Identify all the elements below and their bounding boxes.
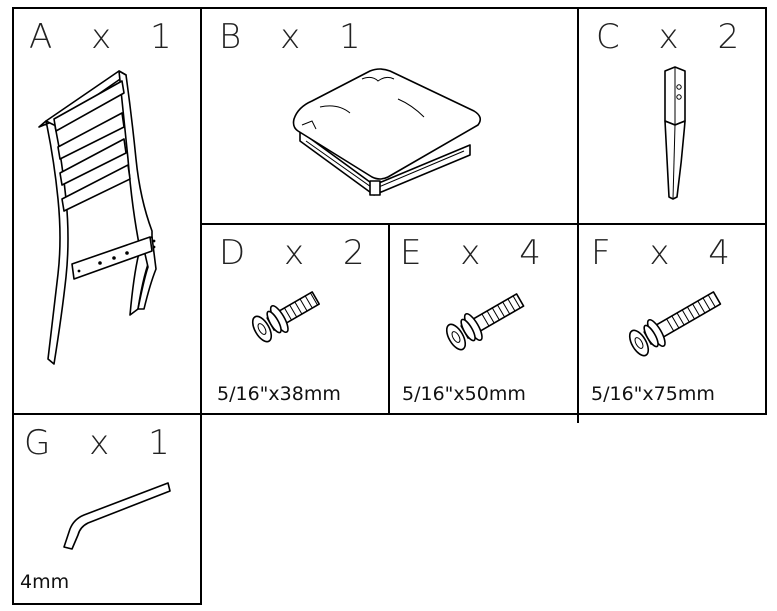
part-label-b: B x 1 — [219, 17, 375, 57]
part-cell-d: D x 2 5/16"x38mm — [202, 225, 388, 413]
seat-cushion-icon — [292, 68, 482, 196]
allen-key-icon — [63, 482, 171, 550]
grid-line — [577, 7, 579, 224]
bolt-size: 5/16"x75mm — [591, 383, 715, 405]
part-cell-g: G x 1 4mm — [14, 415, 200, 603]
grid-line — [577, 223, 579, 423]
grid-line — [200, 223, 767, 225]
part-cell-b: B x 1 — [202, 9, 577, 223]
chair-frame-icon — [38, 70, 157, 365]
bolt-size: 5/16"x50mm — [402, 383, 526, 405]
bolt-icon — [628, 291, 722, 357]
grid-line — [12, 603, 202, 605]
bolt-icon — [251, 291, 320, 343]
part-cell-f: F x 4 5/16"x75mm — [579, 225, 765, 413]
part-label-f: F x 4 — [591, 233, 744, 273]
grid-line — [200, 7, 202, 605]
chair-leg-icon — [664, 66, 686, 200]
part-cell-a: A x 1 — [14, 9, 200, 413]
grid-line — [388, 223, 390, 415]
grid-line — [12, 413, 767, 415]
part-label-a: A x 1 — [29, 17, 186, 57]
part-label-d: D x 2 — [219, 233, 379, 273]
part-cell-c: C x 2 — [579, 9, 765, 223]
bolt-size: 5/16"x38mm — [217, 383, 341, 405]
bolt-icon — [445, 293, 525, 351]
part-label-c: C x 2 — [596, 17, 754, 57]
part-cell-e: E x 4 5/16"x50mm — [390, 225, 577, 413]
grid-line — [12, 7, 767, 9]
grid-line — [765, 7, 767, 415]
part-label-g: G x 1 — [24, 423, 184, 463]
grid-line — [12, 7, 14, 605]
part-label-e: E x 4 — [400, 233, 555, 273]
key-size: 4mm — [20, 571, 70, 593]
